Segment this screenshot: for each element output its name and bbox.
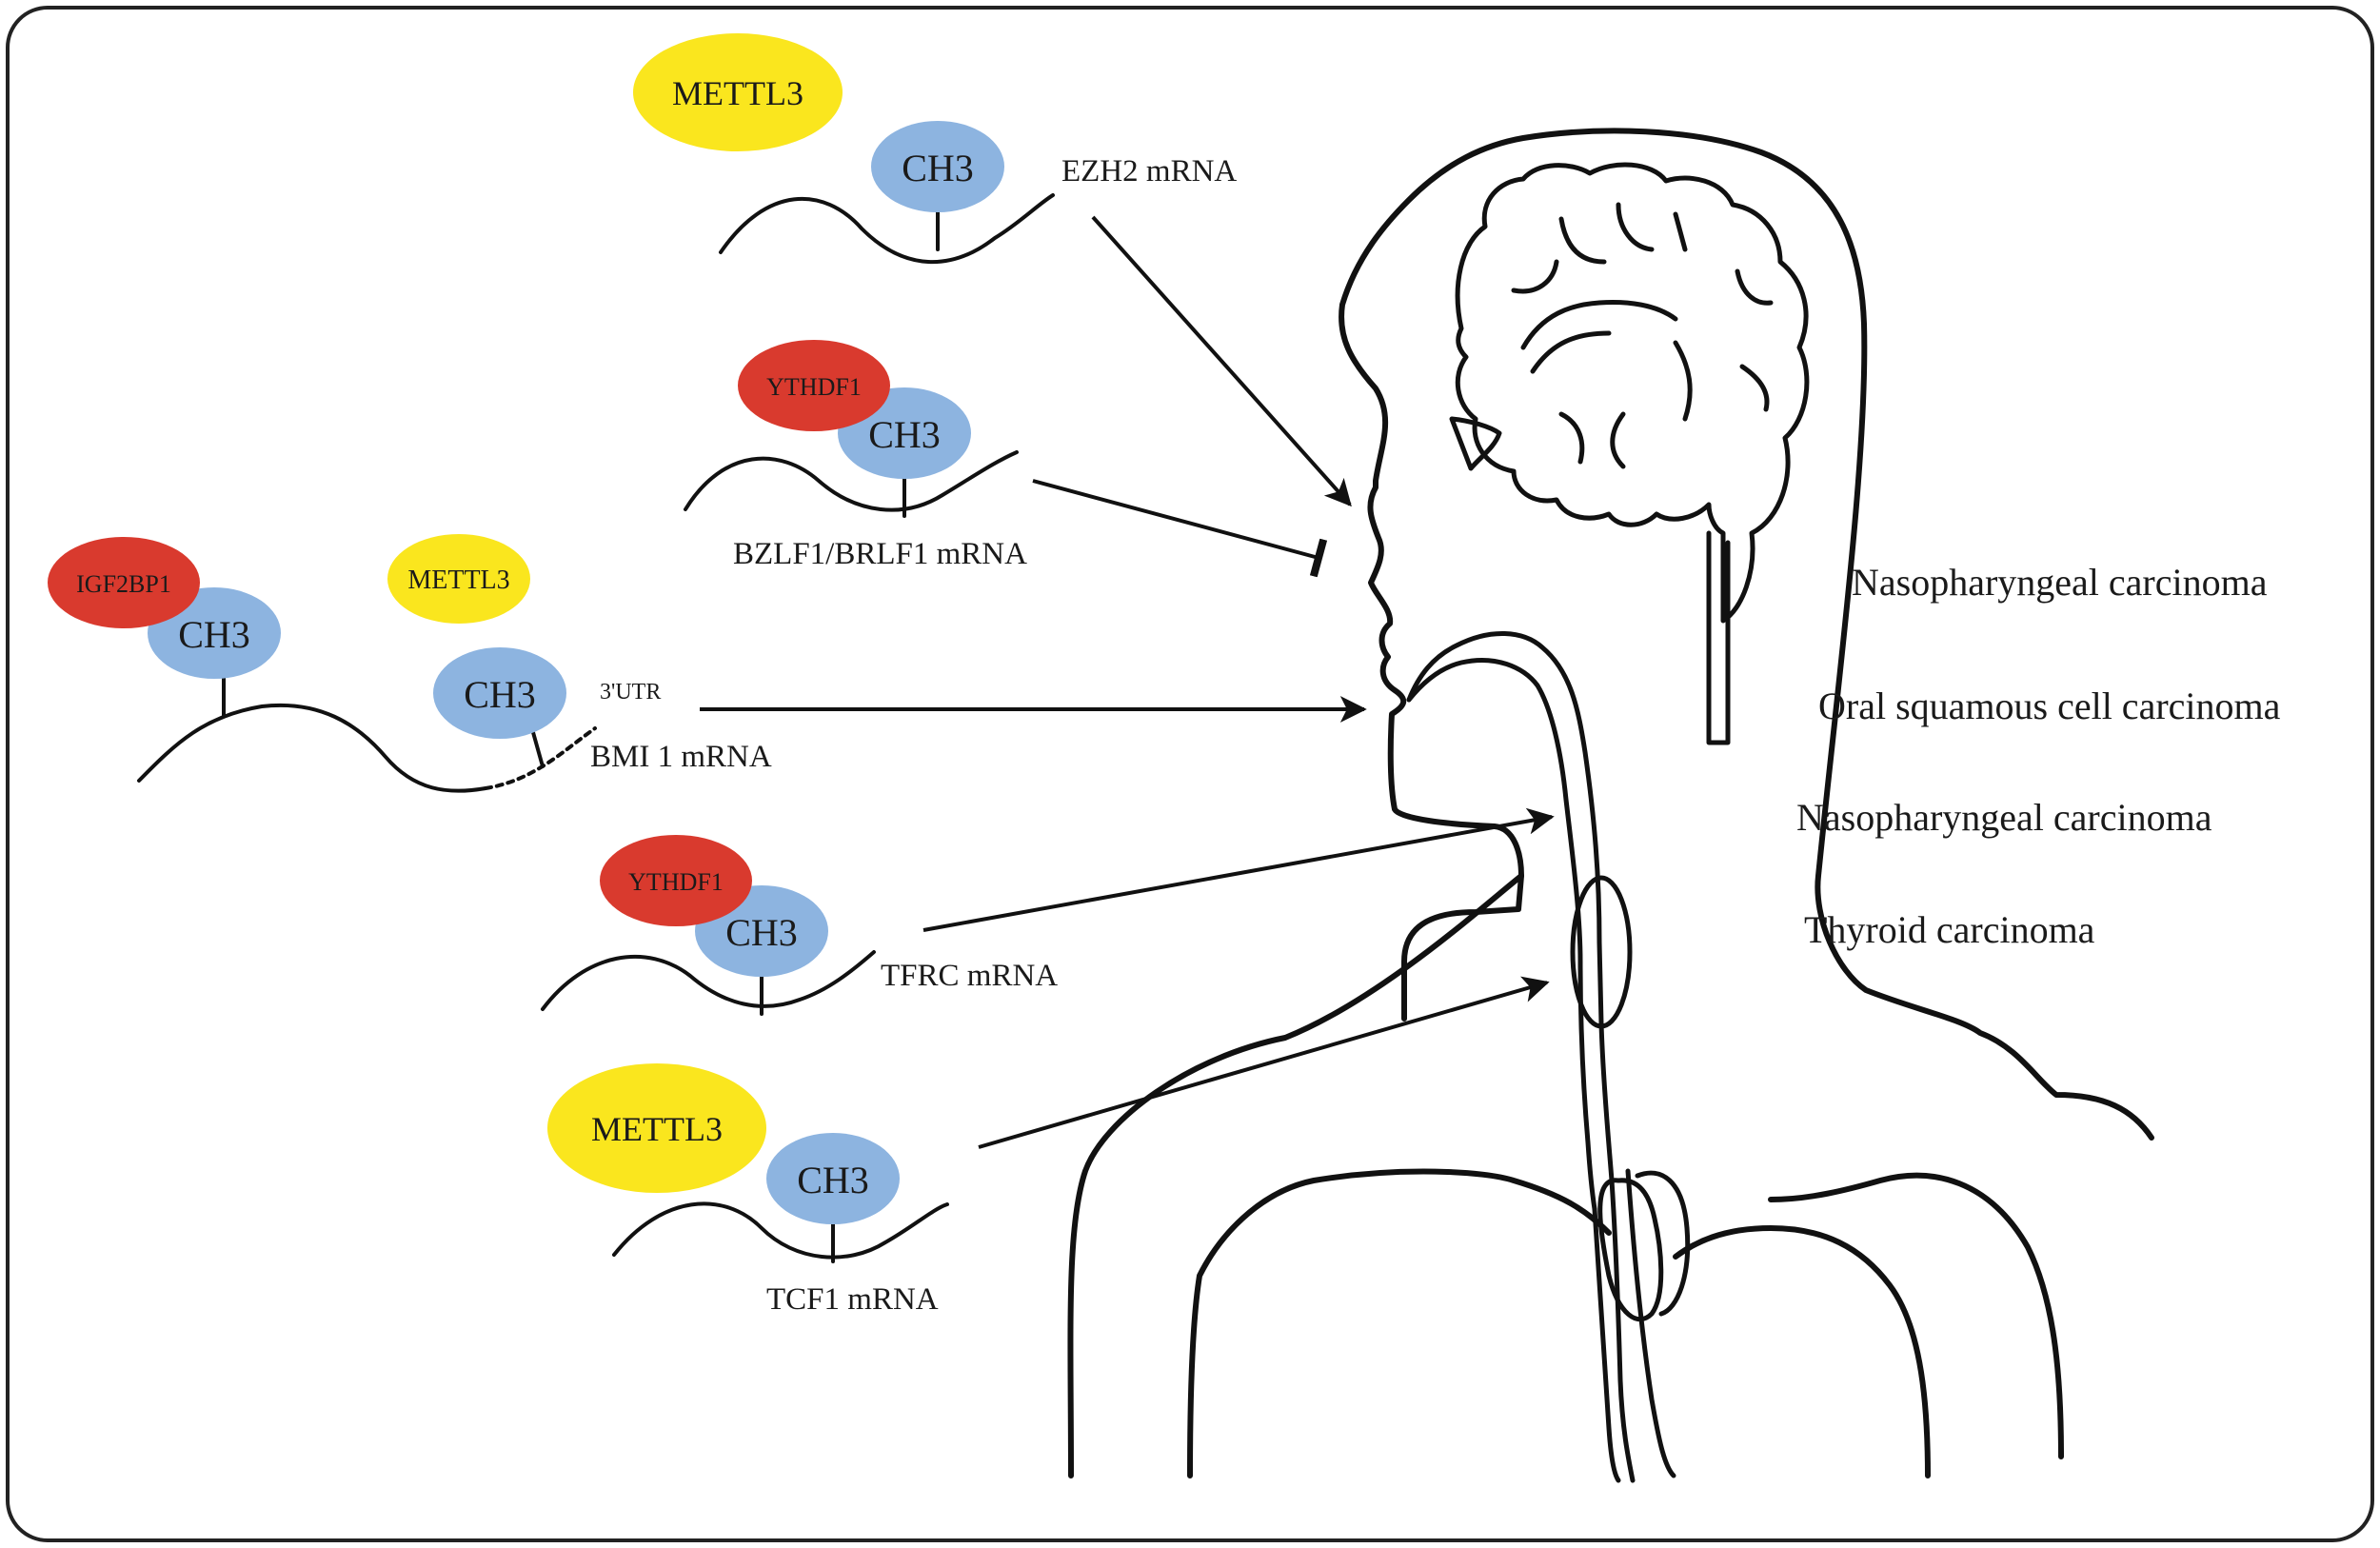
pathway-arrows: [700, 215, 1555, 1149]
module-bzlf1: CH3 YTHDF1 BZLF1/BRLF1 mRNA: [684, 340, 1027, 571]
mettl3-label: METTL3: [407, 566, 509, 595]
ch3-label-1: CH3: [178, 613, 250, 656]
bzlf1-mrna-label: BZLF1/BRLF1 mRNA: [733, 537, 1027, 571]
tfrc-mrna-label: TFRC mRNA: [881, 959, 1058, 993]
ythdf1-label: YTHDF1: [628, 868, 724, 896]
mrna-strand: [684, 450, 1019, 512]
inhibition-bzlf1-to-nasopharynx: [1032, 479, 1328, 578]
ch3-mark-2: [433, 647, 566, 739]
disease-label-nasopharyngeal-1: Nasopharyngeal carcinoma: [1852, 561, 2268, 604]
ch3-label: CH3: [725, 911, 798, 954]
bmi1-mrna-label: BMI 1 mRNA: [590, 740, 772, 774]
mettl3-writer: [387, 534, 530, 624]
ezh2-mrna-label: EZH2 mRNA: [1061, 154, 1237, 189]
ythdf1-reader: [738, 340, 890, 431]
ch3-label: CH3: [797, 1159, 869, 1201]
ch3-mark: [871, 121, 1004, 212]
mettl3-writer: [633, 33, 843, 151]
ch3-label-2: CH3: [464, 673, 536, 716]
head-neck-silhouette: [1067, 128, 2154, 1483]
mrna-strand: [541, 950, 876, 1011]
module-ezh2: METTL3 CH3 EZH2 mRNA: [633, 33, 1237, 264]
mettl3-label: METTL3: [672, 74, 803, 112]
tcf1-mrna-label: TCF1 mRNA: [766, 1282, 939, 1317]
disease-label-nasopharyngeal-2: Nasopharyngeal carcinoma: [1796, 796, 2212, 839]
module-tcf1: METTL3 CH3 TCF1 mRNA: [547, 1063, 949, 1317]
module-tfrc: CH3 YTHDF1 TFRC mRNA: [541, 835, 1058, 1016]
ythdf1-reader: [600, 835, 752, 926]
igf2bp1-reader: [48, 537, 200, 628]
brain-outline: [1455, 162, 1810, 624]
igf2bp1-label: IGF2BP1: [76, 570, 171, 598]
arrow-ezh2-to-nasopharynx: [1091, 215, 1352, 507]
arrow-tfrc-to-nasopharynx: [922, 807, 1555, 932]
ch3-label: CH3: [902, 147, 974, 189]
figure-frame: [6, 6, 2374, 1542]
mrna-strand: [137, 703, 487, 793]
module-bmi1: CH3 IGF2BP1 METTL3 CH3 3'UTR BMI 1 mRNA: [48, 534, 772, 793]
arrow-tcf1-to-thyroid: [978, 976, 1550, 1149]
ch3-mark: [766, 1133, 900, 1224]
mettl3-writer: [547, 1063, 766, 1193]
disease-label-oral-squamous: Oral squamous cell carcinoma: [1818, 685, 2281, 727]
ch3-label: CH3: [868, 413, 941, 456]
mettl3-label: METTL3: [591, 1110, 723, 1148]
ythdf1-label: YTHDF1: [766, 373, 862, 401]
mrna-3utr-segment: [484, 726, 597, 790]
mrna-strand: [719, 193, 1055, 264]
disease-label-thyroid: Thyroid carcinoma: [1804, 908, 2095, 951]
utr-label: 3'UTR: [600, 680, 661, 705]
mrna-strand: [612, 1201, 949, 1260]
